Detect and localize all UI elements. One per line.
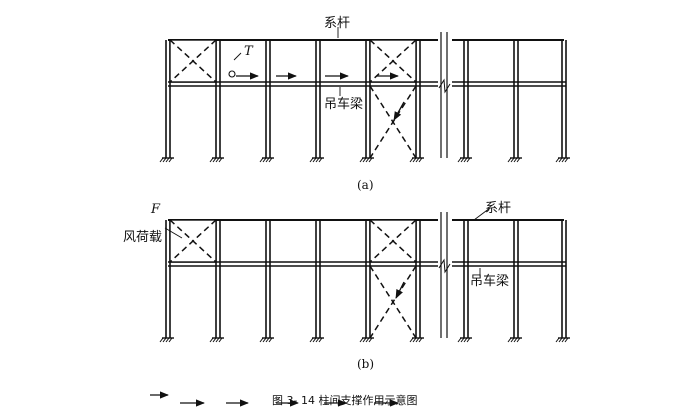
- panel-a-footing-2-hatch: [212, 157, 217, 163]
- panel-b-footing-5-hatch: [368, 337, 373, 343]
- panel-b-footing-2-hatch: [215, 337, 220, 343]
- figure-caption: 图 3- 14 柱间支撑作用示意图: [272, 394, 418, 407]
- panel-a-crane-beam-label: 吊车梁: [324, 97, 364, 112]
- panel-b-footing-1-hatch: [165, 337, 170, 343]
- panel-a-footing-6-hatch: [415, 157, 420, 163]
- panel-b-footing-9-hatch: [561, 337, 566, 343]
- panel-a-break-symbol: [438, 78, 451, 94]
- panel-b-lower-bracing-diagonal-b: [369, 265, 417, 339]
- panel-a-footing-5-hatch: [365, 157, 370, 163]
- panel-b-footing-2-hatch: [212, 337, 217, 343]
- panel-a-footing-7-hatch: [457, 157, 462, 163]
- panel-b-upper-bracing-diagonal-1b: [169, 219, 217, 263]
- panel-b-footing-7-hatch: [466, 337, 471, 343]
- panel-a-upper-bracing-diagonal-1b: [169, 39, 217, 83]
- panel-a-footing-5-hatch: [368, 157, 373, 163]
- panel-a-footing-7-hatch: [466, 157, 471, 163]
- panel-b-label-leader-1: [473, 207, 491, 221]
- panel-b-break-symbol: [438, 258, 451, 274]
- panel-a-force-T-leader: [233, 52, 242, 61]
- panel-b-wind-load-leader: [164, 227, 183, 239]
- panel-a-footing-1-hatch: [165, 157, 170, 163]
- panel-b-footing-8-hatch: [516, 337, 521, 343]
- panel-a-footing-6-hatch: [418, 157, 423, 163]
- panel-b-footing-3-hatch: [265, 337, 270, 343]
- panel-b-wind-load-label: 风荷载: [123, 230, 163, 245]
- panel-b-footing-6-hatch: [418, 337, 423, 343]
- panel-a-footing-1-hatch: [168, 157, 173, 163]
- panel-a-footing-9-hatch: [555, 157, 560, 163]
- panel-a-bracing-force-arrow: [393, 101, 405, 121]
- panel-b-footing-8-hatch: [507, 337, 512, 343]
- panel-b-footing-2-hatch: [218, 337, 223, 343]
- panel-b-footing-7-hatch: [460, 337, 465, 343]
- panel-a-footing-7-hatch: [463, 157, 468, 163]
- panel-a-footing-9-hatch: [558, 157, 563, 163]
- panel-a-lower-bracing-diagonal-b: [369, 85, 417, 159]
- panel-a-footing-8-hatch: [516, 157, 521, 163]
- panel-a-footing-4-hatch: [315, 157, 320, 163]
- panel-b-footing-6-hatch: [409, 337, 414, 343]
- panel-b-upper-bracing-diagonal-2b: [369, 219, 417, 263]
- panel-b-footing-5-hatch: [362, 337, 367, 343]
- panel-a-subfigure-label: (a): [357, 178, 374, 192]
- panel-a-footing-1-hatch: [162, 157, 167, 163]
- panel-b-footing-9-hatch: [555, 337, 560, 343]
- panel-a-footing-2-hatch: [215, 157, 220, 163]
- panel-b-footing-6-hatch: [412, 337, 417, 343]
- panel-a-footing-6-hatch: [412, 157, 417, 163]
- panel-b-footing-1-hatch: [162, 337, 167, 343]
- panel-a-footing-4-hatch: [312, 157, 317, 163]
- panel-a-tie-bar-label: 系杆: [324, 16, 351, 31]
- panel-b-bracing-force-arrow: [395, 281, 405, 299]
- panel-b-footing-8-hatch: [513, 337, 518, 343]
- panel-b-footing-3-hatch: [268, 337, 273, 343]
- panel-a-force-label: T: [244, 44, 253, 59]
- panel-a-footing-2-hatch: [218, 157, 223, 163]
- panel-a-footing-8-hatch: [510, 157, 515, 163]
- panel-b-footing-5-hatch: [359, 337, 364, 343]
- panel-a-footing-3-hatch: [265, 157, 270, 163]
- panel-a-footing-3-hatch: [259, 157, 264, 163]
- panel-b-footing-6-hatch: [415, 337, 420, 343]
- panel-b-force-label: F: [151, 202, 161, 217]
- panel-a-footing-3-hatch: [262, 157, 267, 163]
- panel-a-footing-8-hatch: [513, 157, 518, 163]
- panel-a-footing-6-hatch: [409, 157, 414, 163]
- panel-a-footing-4-hatch: [318, 157, 323, 163]
- panel-b-footing-1-hatch: [159, 337, 164, 343]
- panel-a-footing-1-hatch: [159, 157, 164, 163]
- panel-a-footing-2-hatch: [209, 157, 214, 163]
- panel-a-footing-8-hatch: [507, 157, 512, 163]
- panel-a-footing-7-hatch: [460, 157, 465, 163]
- panel-b-footing-9-hatch: [564, 337, 569, 343]
- panel-a-crane-wheel-icon: [228, 70, 236, 78]
- panel-b-subfigure-label: (b): [357, 357, 375, 371]
- panel-a-footing-3-hatch: [268, 157, 273, 163]
- panel-b-footing-5-hatch: [365, 337, 370, 343]
- panel-a-footing-4-hatch: [309, 157, 314, 163]
- panel-a-upper-bracing-diagonal-2b: [369, 39, 417, 83]
- panel-a-footing-5-hatch: [362, 157, 367, 163]
- panel-b-footing-9-hatch: [558, 337, 563, 343]
- panel-b-footing-7-hatch: [463, 337, 468, 343]
- panel-b-footing-8-hatch: [510, 337, 515, 343]
- panel-a-footing-5-hatch: [359, 157, 364, 163]
- panel-b-crane-beam-label: 吊车梁: [470, 274, 510, 289]
- panel-b-footing-3-hatch: [262, 337, 267, 343]
- panel-b-footing-4-hatch: [318, 337, 323, 343]
- panel-b-footing-4-hatch: [309, 337, 314, 343]
- panel-b-footing-1-hatch: [168, 337, 173, 343]
- panel-b-footing-7-hatch: [457, 337, 462, 343]
- panel-b-footing-2-hatch: [209, 337, 214, 343]
- panel-b-tie-bar-label: 系杆: [485, 201, 512, 216]
- panel-b-footing-3-hatch: [259, 337, 264, 343]
- panel-a-footing-9-hatch: [564, 157, 569, 163]
- panel-a-footing-9-hatch: [561, 157, 566, 163]
- panel-b-footing-4-hatch: [315, 337, 320, 343]
- panel-b-footing-4-hatch: [312, 337, 317, 343]
